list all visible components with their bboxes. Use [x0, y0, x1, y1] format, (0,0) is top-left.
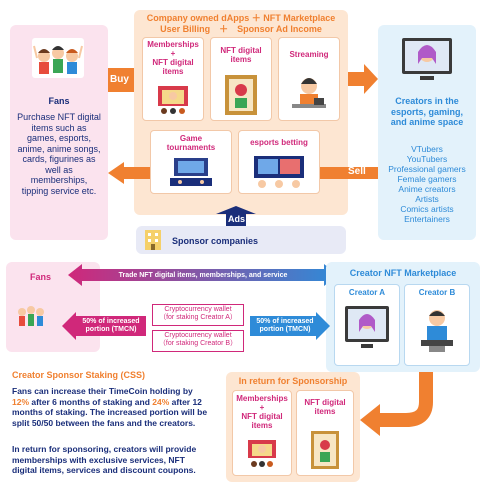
- creator-a-label: Creator A: [348, 288, 386, 297]
- fans-title: Fans: [48, 96, 70, 106]
- return-stage-icon: [246, 436, 278, 470]
- fans-middle-label: Fans: [30, 272, 52, 282]
- trade-double-arrow: [68, 264, 338, 286]
- return-card-memberships: [232, 390, 292, 476]
- css-text: after 12 months of staking. The increase…: [12, 396, 208, 428]
- increase-arrow-right: [250, 312, 330, 340]
- increase-right-label: 50% of increased portion (TMCN): [256, 318, 314, 333]
- framed-picture-icon: [224, 74, 258, 116]
- increase-left-label: 50% of increased portion (TMCN): [82, 318, 140, 333]
- card-memberships-label: Memberships + NFT digital items: [147, 40, 199, 76]
- esports-arena-icon: [252, 154, 306, 190]
- card-esports-betting-label: esports betting: [250, 138, 308, 147]
- trade-label: Trade NFT digital items, memberships, an…: [118, 272, 288, 279]
- creator-b-label: Creator B: [418, 288, 456, 297]
- card-streaming-label: Streaming: [289, 50, 329, 59]
- card-nft-digital-label: NFT digital items: [220, 46, 262, 64]
- wallet-b: [152, 330, 244, 352]
- rate-12: 12%: [12, 396, 30, 407]
- creators-list-item: Female gamers: [397, 174, 457, 184]
- return-nft-label: NFT digital items: [304, 398, 346, 416]
- creators-list-item: Professional gamers: [388, 164, 466, 174]
- return-title: In return for Sponsorship: [238, 376, 348, 386]
- creators-list-item: Anime creators: [398, 184, 456, 194]
- wallet-a: [152, 304, 244, 326]
- fans-illustration: [32, 38, 84, 78]
- sponsor-companies-label: Sponsor companies: [172, 236, 259, 246]
- creator-a-avatar: [343, 302, 391, 360]
- ads-label: Ads: [228, 214, 246, 224]
- creators-list-item: Entertainers: [404, 214, 450, 224]
- vtuber-monitor-icon: [400, 36, 454, 82]
- buy-arrow: [108, 68, 134, 92]
- marketplace-title: Creator NFT Marketplace: [349, 268, 457, 278]
- creators-list-item: VTubers: [411, 144, 443, 154]
- wallet-a-label: Cryptocurrency wallet （for staking Creat…: [159, 306, 237, 321]
- dapps-header-line2: User Billing ＋ Sponsor Ad Income: [160, 24, 322, 34]
- fans-description: Purchase NFT digital items such as games…: [17, 112, 101, 196]
- css-paragraph-1: Fans can increase their TimeCoin holding…: [12, 386, 208, 428]
- buy-label: Buy: [110, 74, 129, 85]
- flow-arrow-right: [348, 64, 378, 94]
- streamer-icon: [288, 72, 330, 114]
- building-icon: [144, 229, 162, 251]
- wallet-b-label: Cryptocurrency wallet （for staking Creat…: [158, 332, 238, 347]
- rate-24: 24%: [152, 396, 170, 407]
- css-text: after 6 months of staking and: [29, 396, 153, 407]
- css-text: Fans can increase their TimeCoin holding…: [12, 386, 193, 396]
- sponsor-companies-box: [136, 226, 346, 254]
- sell-arrow: [108, 162, 378, 184]
- css-paragraph-2: In return for sponsoring, creators will …: [12, 444, 197, 475]
- fans-small-illustration: [14, 300, 48, 330]
- creators-list-item: YouTubers: [406, 154, 448, 164]
- tournament-stage-icon: [168, 156, 214, 190]
- card-game-tournaments-label: Game tournaments: [166, 134, 216, 152]
- css-title: Creator Sponsor Staking (CSS): [12, 370, 146, 380]
- card-memberships: [142, 37, 204, 121]
- return-framed-picture-icon: [310, 430, 340, 470]
- stage-icon: [156, 82, 190, 116]
- return-memberships-label: Memberships + NFT digital items: [236, 394, 288, 430]
- increase-arrow-left: [62, 312, 146, 340]
- creator-b-avatar: [413, 304, 461, 356]
- creators-list-item: Artists: [415, 194, 439, 204]
- dapps-header-line1: Company owned dApps ＋ NFT Marketplace: [146, 13, 336, 23]
- creators-list: VTubers YouTubers Professional gamers Fe…: [378, 144, 476, 224]
- sell-label: Sell: [348, 166, 366, 177]
- creators-list-item: Comics artists: [400, 204, 454, 214]
- ads-arrow: [216, 206, 256, 226]
- creators-title: Creators in the esports, gaming, and ani…: [390, 96, 464, 127]
- return-curved-arrow: [356, 372, 446, 438]
